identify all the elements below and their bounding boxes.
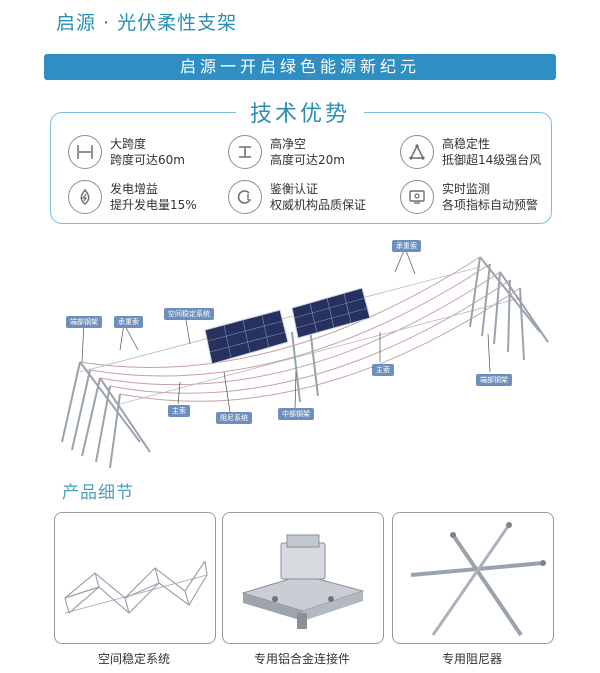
end-frame-left xyxy=(61,361,151,469)
slogan-banner: 启源一开启绿色能源新纪元 xyxy=(44,54,556,80)
power-gain-icon xyxy=(68,180,102,214)
detail-caption: 专用阻尼器 xyxy=(441,652,502,666)
end-frame-right xyxy=(469,256,549,361)
detail-caption: 专用铝合金连接件 xyxy=(253,652,350,666)
feature-value: 高度可达20m xyxy=(270,153,345,167)
cables xyxy=(79,256,521,402)
label-damping: 阻尼系统 xyxy=(216,412,252,424)
solar-array-left xyxy=(204,309,289,365)
tech-title: 技术优势 xyxy=(235,96,364,128)
stability-icon xyxy=(400,135,434,169)
feature-stability: 高稳定性抵御超14级强台风 xyxy=(400,135,541,169)
label-pointers xyxy=(81,247,491,413)
monitor-icon xyxy=(400,180,434,214)
tech-panel xyxy=(50,112,552,224)
label-end-frame: 端部钢架 xyxy=(476,374,512,386)
space-stability-truss xyxy=(64,560,208,614)
feature-label: 高稳定性 xyxy=(442,137,491,151)
feature-value: 跨度可达60m xyxy=(110,153,185,167)
feature-value: 各项指标自动预警 xyxy=(442,198,539,212)
label-end-frame: 端部钢架 xyxy=(66,316,102,328)
page-title: 启源 · 光伏柔性支架 xyxy=(56,12,238,34)
feature-label: 发电增益 xyxy=(110,182,159,196)
feature-value: 抵御超14级强台风 xyxy=(442,153,542,167)
certification-icon xyxy=(228,180,262,214)
feature-monitor: 实时监测各项指标自动预警 xyxy=(400,180,538,214)
feature-label: 高净空 xyxy=(270,137,307,151)
label-main-cable: 主索 xyxy=(372,364,394,376)
detail-caption: 空间稳定系统 xyxy=(97,652,170,666)
feature-power-gain: 发电增益提升发电量15% xyxy=(68,180,197,214)
span-icon xyxy=(68,135,102,169)
feature-label: 鉴衡认证 xyxy=(270,182,319,196)
feature-value: 权威机构品质保证 xyxy=(270,198,367,212)
label-space-stability: 空间稳定系统 xyxy=(164,308,214,320)
feature-clearance: 高净空高度可达20m xyxy=(228,135,345,169)
feature-value: 提升发电量15% xyxy=(110,198,197,212)
label-bearing-cable: 承重索 xyxy=(392,240,421,252)
feature-label: 大跨度 xyxy=(110,137,147,151)
aluminum-connector xyxy=(241,534,365,629)
feature-certification: 鉴衡认证权威机构品质保证 xyxy=(228,180,366,214)
label-bearing-cable: 承重索 xyxy=(114,316,143,328)
structure-diagram xyxy=(61,247,549,469)
tech-title-wrap: 技术优势 xyxy=(0,96,600,128)
detail-card-stability xyxy=(54,512,216,644)
details-title: 产品细节 xyxy=(62,483,134,503)
clearance-icon xyxy=(228,135,262,169)
damper-rods xyxy=(410,522,546,637)
label-middle-frame: 中部钢架 xyxy=(278,408,314,420)
detail-card-connector xyxy=(222,512,384,644)
solar-array-right xyxy=(291,287,371,339)
feature-label: 实时监测 xyxy=(442,182,491,196)
label-main-cable: 主索 xyxy=(168,405,190,417)
middle-frame xyxy=(291,327,319,403)
detail-card-damper xyxy=(392,512,554,644)
feature-span: 大跨度跨度可达60m xyxy=(68,135,185,169)
